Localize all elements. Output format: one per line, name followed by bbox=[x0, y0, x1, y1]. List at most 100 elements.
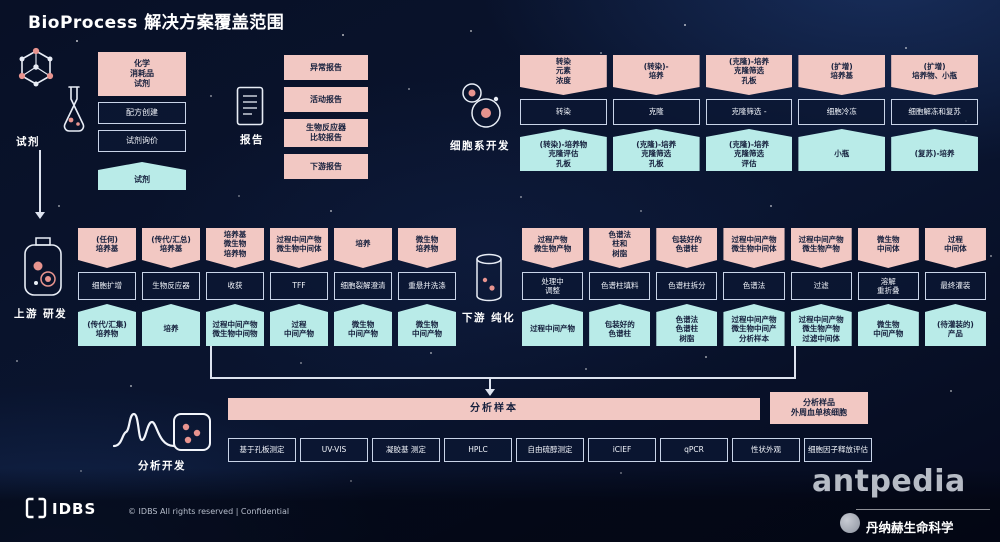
recipe-creation-box: 配方创建 bbox=[98, 102, 186, 124]
upstream-top-box: (传代/汇总) 培养基 bbox=[142, 228, 200, 268]
reports-column: 异常报告活动报告生物反应器 比较报告下游报告 bbox=[284, 55, 368, 179]
pbmc-sample-box: 分析样品 外周血单核细胞 bbox=[770, 392, 868, 424]
downstream-top-box: 过程中间产物 微生物产物 bbox=[791, 228, 852, 268]
downstream-bottom-box: 过程中间产物 bbox=[522, 304, 584, 346]
downstream-top-box: 过程产物 微生物产物 bbox=[522, 228, 583, 268]
upstream-mid-box: 重悬并洗涤 bbox=[398, 272, 456, 300]
molecule-icon bbox=[18, 47, 54, 87]
downstream-bottom-box: 微生物 中间产物 bbox=[857, 304, 919, 346]
downstream-mid-box: 色谱法 bbox=[723, 272, 785, 300]
assay-box: 性状外观 bbox=[732, 438, 800, 462]
cell-line-mid-box: 克隆 bbox=[612, 99, 700, 125]
downstream-top-box: 过程中间产物 微生物中间体 bbox=[723, 228, 784, 268]
reagents-column: 化学 消耗品 试剂 配方创建 试剂询价 试剂 bbox=[98, 52, 186, 190]
upstream-top-box: 培养 bbox=[334, 228, 392, 268]
upstream-bottom-box: 培养 bbox=[142, 304, 200, 346]
cell-line-bottom-row: (转染)-培养物 克隆评估 孔板(克隆)-培养 克隆筛选 孔板(克隆)-培养 克… bbox=[520, 129, 978, 171]
downstream-mid-box: 色谱柱拆分 bbox=[656, 272, 718, 300]
report-box: 生物反应器 比较报告 bbox=[284, 119, 368, 147]
downstream-top-box: 包装好的 色谱柱 bbox=[656, 228, 717, 268]
cell-line-bottom-box: 小瓶 bbox=[798, 129, 886, 171]
cell-line-bottom-box: (复苏)-培养 bbox=[891, 129, 978, 171]
downstream-bottom-row: 过程中间产物包装好的 色谱柱色谱法 色谱柱 树脂过程中间产物 微生物中间产 分析… bbox=[522, 304, 986, 346]
chromatography-column-icon bbox=[476, 253, 502, 302]
report-box: 活动报告 bbox=[284, 87, 368, 112]
upstream-mid-box: 细胞扩增 bbox=[78, 272, 136, 300]
downstream-mid-row: 处理中 调整色谱柱填料色谱柱拆分色谱法过滤溶解 重折叠最终灌装 bbox=[522, 272, 986, 300]
upstream-mid-box: 细胞裂解澄清 bbox=[334, 272, 392, 300]
upstream-mid-box: TFF bbox=[270, 272, 328, 300]
downstream-mid-box: 色谱柱填料 bbox=[589, 272, 651, 300]
cell-line-label: 细胞系开发 bbox=[450, 140, 510, 152]
connector-upstream-stub bbox=[210, 346, 212, 379]
downstream-top-box: 微生物 中间体 bbox=[858, 228, 919, 268]
cell-line-top-box: (转染)- 培养 bbox=[613, 55, 700, 95]
cell-line-top-row: 转染 元素 浓度(转染)- 培养(克隆)-培养 克隆筛选 孔板(扩增) 培养基(… bbox=[520, 55, 978, 95]
arrowhead-down-icon bbox=[485, 389, 495, 396]
idbs-brand-text: IDBS bbox=[52, 500, 97, 518]
cell-line-mid-box: 细胞冷冻 bbox=[798, 99, 886, 125]
bioreactor-icon bbox=[24, 237, 62, 296]
upstream-bottom-box: 过程中间产物 微生物中间物 bbox=[206, 304, 264, 346]
cell-line-bottom-box: (克隆)-培养 克隆筛选 评估 bbox=[705, 129, 793, 171]
reports-label: 报告 bbox=[240, 134, 264, 146]
downstream-bottom-box: 包装好的 色谱柱 bbox=[589, 304, 651, 346]
downstream-mid-box: 处理中 调整 bbox=[522, 272, 584, 300]
cell-line-mid-box: 克隆筛选 - bbox=[705, 99, 793, 125]
upstream-bottom-box: 微生物 中间产物 bbox=[334, 304, 392, 346]
downstream-mid-box: 过滤 bbox=[790, 272, 852, 300]
analytical-label: 分析开发 bbox=[138, 460, 186, 472]
assay-box: HPLC bbox=[444, 438, 512, 462]
assay-box: 细胞因子释放评估 bbox=[804, 438, 872, 462]
upstream-mid-box: 收获 bbox=[206, 272, 264, 300]
report-icon bbox=[236, 86, 264, 126]
arrowhead-down-icon bbox=[35, 212, 45, 219]
chromatogram-icon bbox=[112, 412, 176, 448]
idbs-logo-icon bbox=[25, 497, 47, 519]
downstream-bottom-box: 色谱法 色谱柱 树脂 bbox=[656, 304, 718, 346]
downstream-bottom-box: 过程中间产物 微生物中间产 分析样本 bbox=[723, 304, 785, 346]
partner-name: 丹纳赫生命科学 bbox=[866, 520, 954, 535]
report-box: 下游报告 bbox=[284, 154, 368, 179]
upstream-top-box: 微生物 培养物 bbox=[398, 228, 456, 268]
assay-box: qPCR bbox=[660, 438, 728, 462]
footer-copyright: © IDBS All rights reserved | Confidentia… bbox=[128, 507, 290, 516]
upstream-top-row: (任何) 培养基(传代/汇总) 培养基培养基 微生物 培养物过程中间产物 微生物… bbox=[78, 228, 456, 268]
upstream-bottom-box: (传代/汇集) 培养物 bbox=[78, 304, 136, 346]
downstream-mid-box: 最终灌装 bbox=[924, 272, 986, 300]
assay-plate-icon bbox=[173, 413, 211, 451]
cell-line-bottom-box: (克隆)-培养 克隆筛选 孔板 bbox=[612, 129, 700, 171]
assay-box: 自由硫醇测定 bbox=[516, 438, 584, 462]
page-title: BioProcess 解决方案覆盖范围 bbox=[28, 13, 285, 33]
upstream-bottom-row: (传代/汇集) 培养物培养过程中间产物 微生物中间物过程 中间产物微生物 中间产… bbox=[78, 304, 456, 346]
cell-line-top-box: (扩增) 培养基 bbox=[798, 55, 885, 95]
connector-downstream-stub bbox=[794, 346, 796, 379]
danaher-logo-icon bbox=[840, 513, 860, 533]
footer-divider bbox=[856, 509, 990, 510]
report-box: 异常报告 bbox=[284, 55, 368, 80]
upstream-mid-box: 生物反应器 bbox=[142, 272, 200, 300]
flow-line-reagents-to-upstream bbox=[39, 150, 41, 213]
upstream-bottom-box: 微生物 中间产物 bbox=[398, 304, 456, 346]
upstream-top-box: (任何) 培养基 bbox=[78, 228, 136, 268]
upstream-top-box: 培养基 微生物 培养物 bbox=[206, 228, 264, 268]
cell-line-bottom-box: (转染)-培养物 克隆评估 孔板 bbox=[520, 129, 607, 171]
flask-icon bbox=[63, 86, 85, 132]
downstream-bottom-box: (待灌装的) 产品 bbox=[924, 304, 986, 346]
reagents-label: 试剂 bbox=[16, 136, 40, 148]
downstream-mid-box: 溶解 重折叠 bbox=[857, 272, 919, 300]
antpedia-watermark: antpedia bbox=[812, 464, 966, 499]
cell-line-mid-box: 细胞解冻和复苏 bbox=[891, 99, 978, 125]
downstream-top-row: 过程产物 微生物产物色谱法 柱和 树脂包装好的 色谱柱过程中间产物 微生物中间体… bbox=[522, 228, 986, 268]
downstream-top-box: 色谱法 柱和 树脂 bbox=[589, 228, 650, 268]
reagent-prep-box: 试剂询价 bbox=[98, 130, 186, 152]
upstream-bottom-box: 过程 中间产物 bbox=[270, 304, 328, 346]
assay-box: 凝胶基 测定 bbox=[372, 438, 440, 462]
cell-line-top-box: (克隆)-培养 克隆筛选 孔板 bbox=[706, 55, 793, 95]
cell-line-top-box: (扩增) 培养物、小瓶 bbox=[891, 55, 978, 95]
assay-box: iCIEF bbox=[588, 438, 656, 462]
cell-line-icon bbox=[462, 83, 501, 128]
